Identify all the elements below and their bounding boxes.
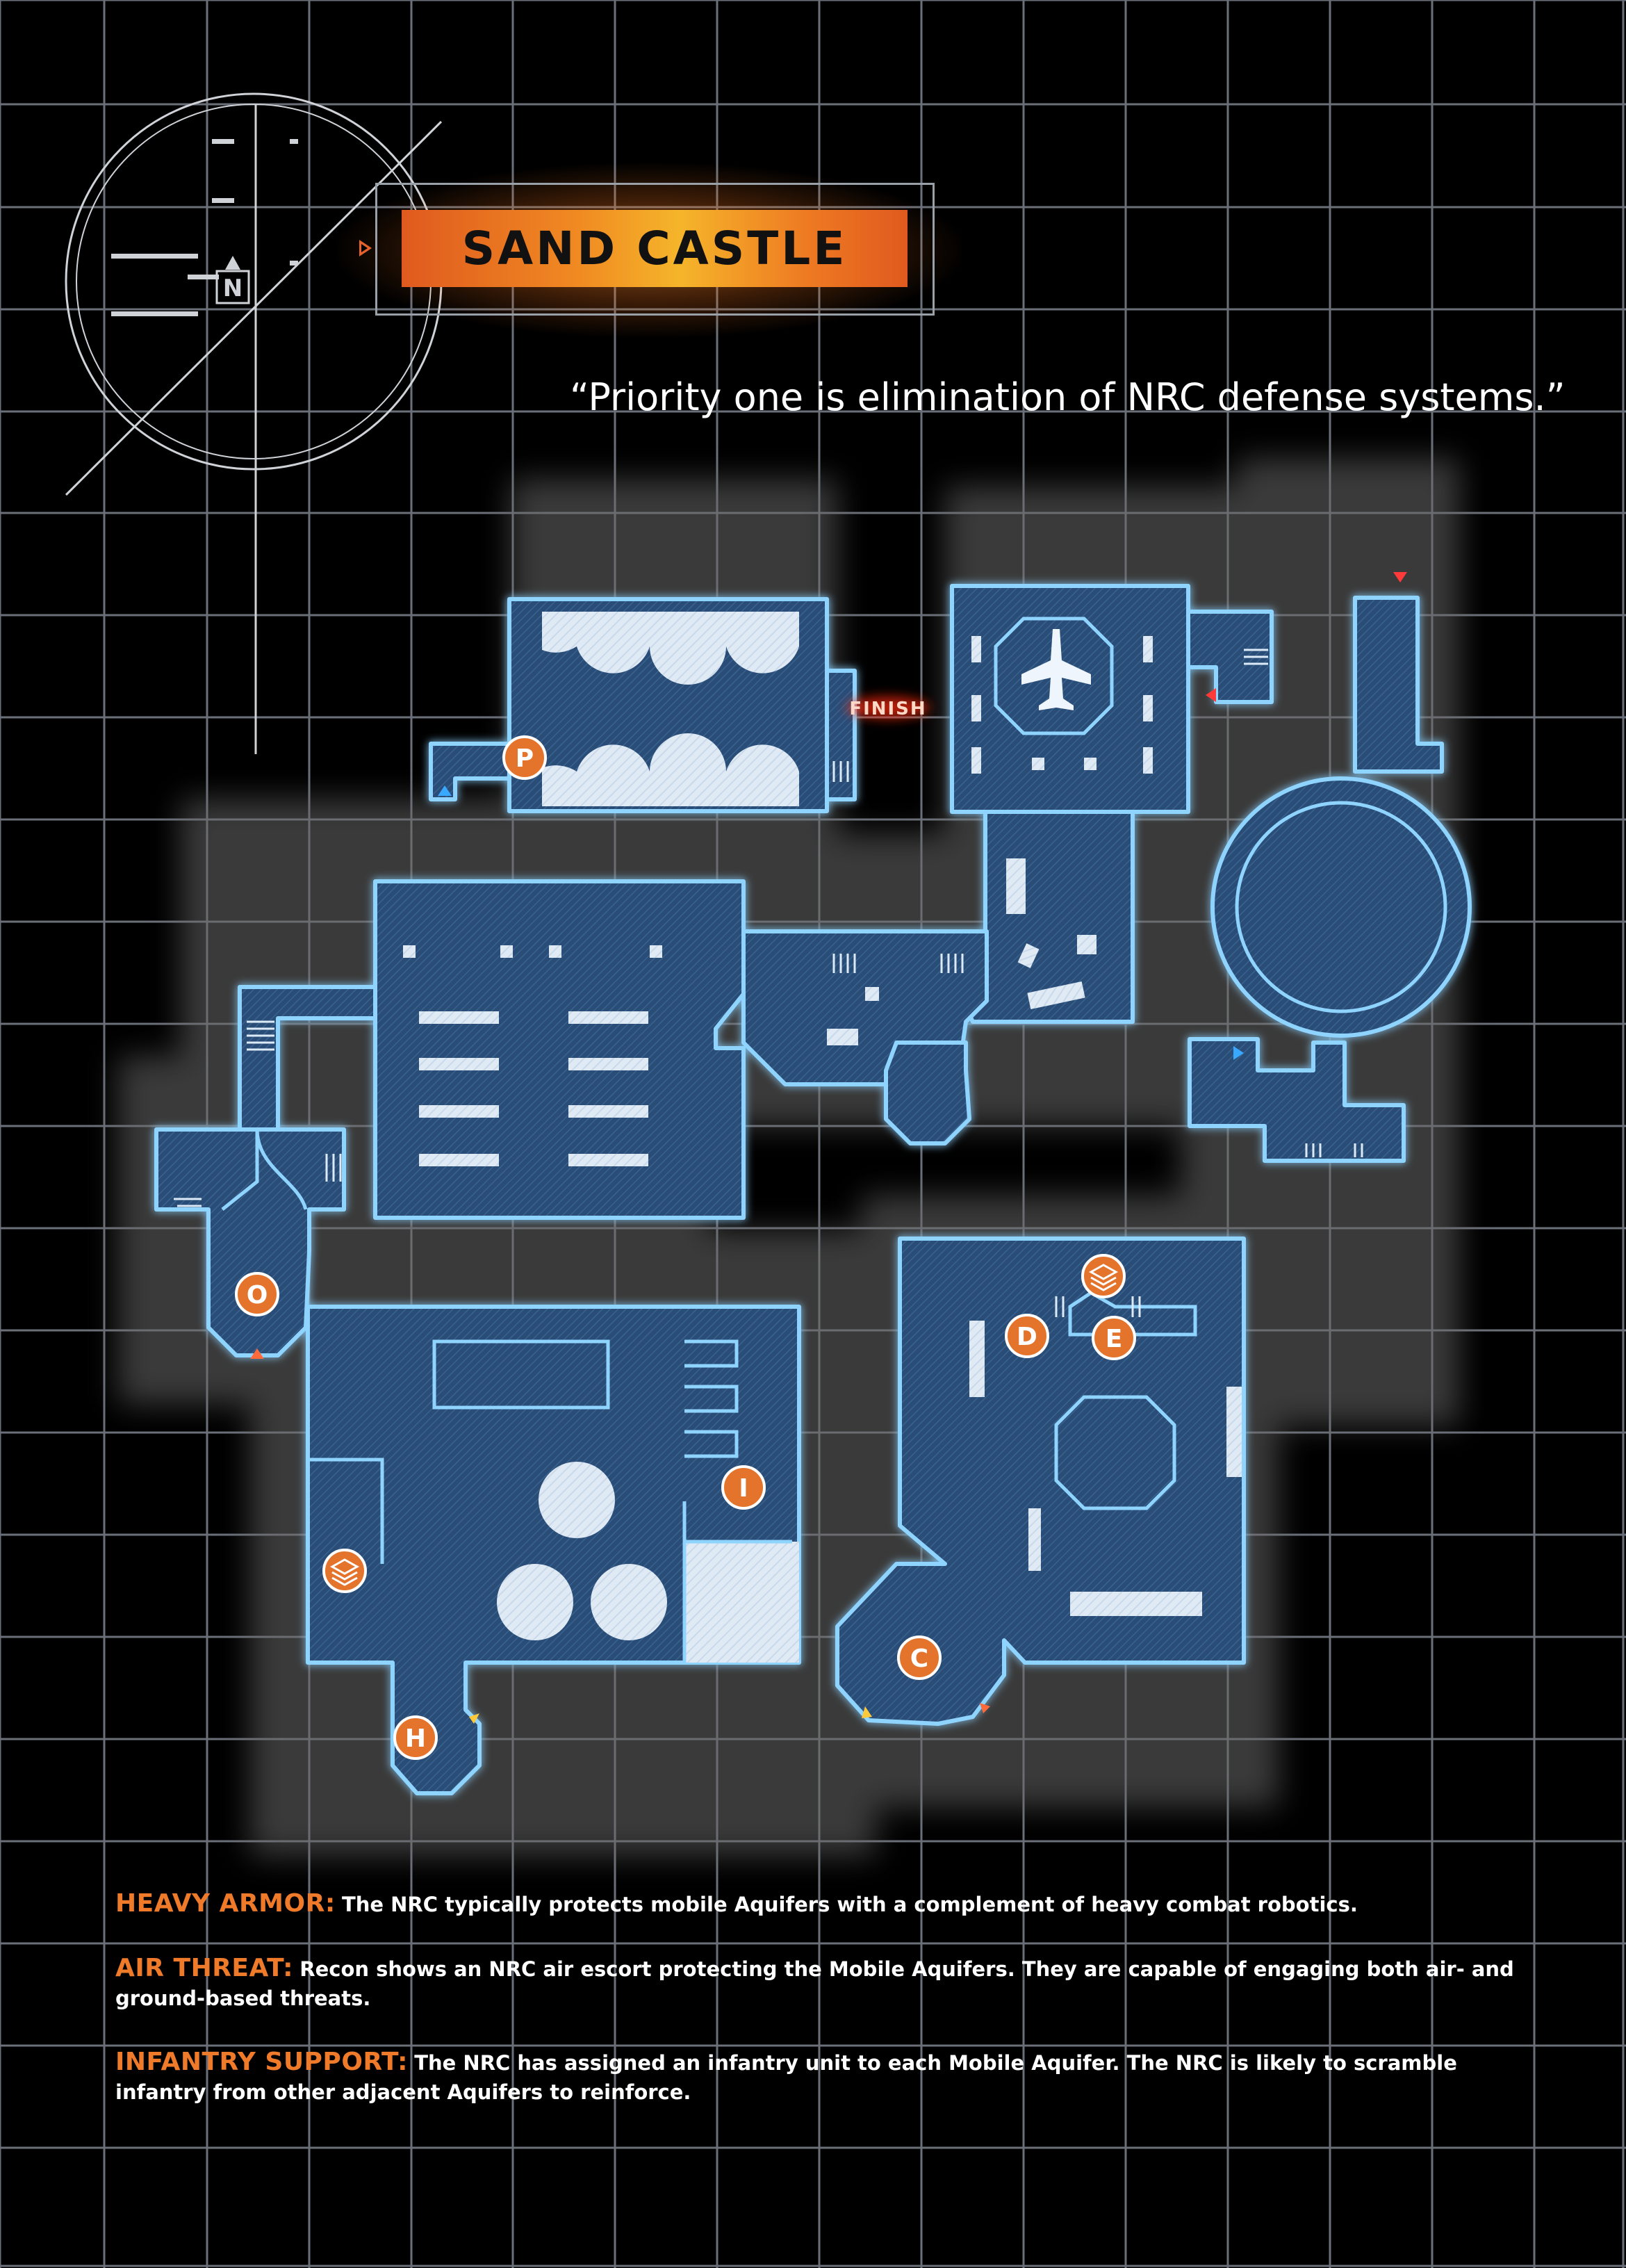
marker-c: C <box>897 1635 942 1680</box>
finish-marker: FINISH <box>846 696 930 719</box>
aircraft-pad <box>994 617 1114 735</box>
note-label: AIR THREAT: <box>115 1954 294 1982</box>
room-middle-pod <box>884 1041 971 1145</box>
corridor-ring-north <box>1353 596 1444 774</box>
map-inner-outlines <box>221 617 1447 1663</box>
marker-h: H <box>393 1715 438 1760</box>
map-markers: P O D E I C H <box>235 735 1136 1760</box>
room-ring-south <box>1188 1037 1406 1163</box>
ring-inner <box>1235 801 1447 1013</box>
compass-north-icon: N <box>215 256 250 304</box>
marker-label: O <box>247 1281 268 1310</box>
compass: N <box>65 92 443 754</box>
room-i-walls <box>682 1339 739 1663</box>
note-heavy-armor: HEAVY ARMOR: The NRC typically protects … <box>115 1889 1519 1919</box>
octagon-platform <box>1054 1395 1176 1510</box>
room-central <box>373 879 746 1220</box>
title-frame <box>375 183 935 316</box>
map-features <box>403 612 1242 1663</box>
stack-icon <box>1081 1254 1126 1298</box>
note-text: The NRC typically protects mobile Aquife… <box>341 1893 1358 1916</box>
marker-label: D <box>1017 1323 1037 1351</box>
marker-label: H <box>405 1724 426 1753</box>
note-text: Recon shows an NRC air escort protecting… <box>115 1957 1514 2010</box>
note-text: The NRC has assigned an infantry unit to… <box>115 2051 1457 2104</box>
marker-e: E <box>1092 1316 1136 1360</box>
marker-label: P <box>516 744 534 773</box>
title-banner: SAND CASTLE <box>402 210 908 287</box>
marker-label: E <box>1106 1325 1123 1353</box>
marker-o: O <box>235 1272 279 1316</box>
stack-icon <box>322 1549 367 1593</box>
map-title: SAND CASTLE <box>461 222 848 275</box>
mission-notes: HEAVY ARMOR: The NRC typically protects … <box>115 1889 1519 2141</box>
room-i-alcove <box>432 1339 610 1410</box>
note-label: HEAVY ARMOR: <box>115 1889 336 1918</box>
marker-label: I <box>739 1474 748 1503</box>
note-infantry-support: INFANTRY SUPPORT: The NRC has assigned a… <box>115 2048 1519 2107</box>
stairs <box>174 648 1363 1317</box>
mission-quote: “Priority one is elimination of NRC defe… <box>570 375 1566 419</box>
note-air-threat: AIR THREAT: Recon shows an NRC air escor… <box>115 1954 1519 2013</box>
marker-p: P <box>502 735 547 780</box>
title-pointer-icon <box>359 240 372 256</box>
marker-i: I <box>721 1465 766 1510</box>
room-o <box>154 1127 346 1357</box>
marker-label: C <box>910 1645 928 1673</box>
marker-d: D <box>1005 1314 1049 1358</box>
note-label: INFANTRY SUPPORT: <box>115 2048 409 2076</box>
aircraft-icon <box>1021 629 1091 710</box>
arrow-icon <box>250 572 1407 1724</box>
compass-north-label: N <box>223 275 243 302</box>
room-ring <box>1210 776 1472 1038</box>
finish-label: FINISH <box>849 699 926 719</box>
